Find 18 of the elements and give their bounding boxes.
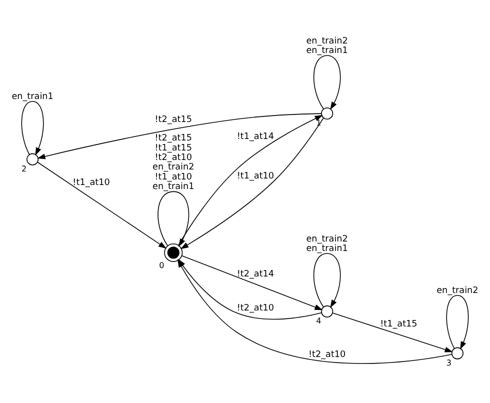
edge-label: en_train2 en_train1 bbox=[306, 234, 348, 254]
edge-label: !t2_at15 !t1_at15 !t2_at10 en_train2 !t1_at10 en_train1 bbox=[152, 133, 194, 192]
edge-label: en_train2 en_train1 bbox=[306, 36, 348, 56]
edge-label: !t1_at15 bbox=[380, 319, 418, 330]
edge-label: !t2_at14 bbox=[236, 269, 274, 280]
edge-label: !t2_at15 bbox=[154, 114, 192, 125]
node-label: 2 bbox=[22, 164, 27, 173]
edge-label: !t1_at14 bbox=[236, 132, 274, 142]
node-label: 3 bbox=[446, 358, 452, 367]
edge-label: !t1_at10 bbox=[236, 171, 274, 181]
edge-label: !t1_at10 bbox=[72, 177, 110, 188]
node-label: 0 bbox=[159, 260, 164, 270]
node-label: 1 bbox=[316, 118, 322, 128]
edge-label: !t2_at10 bbox=[236, 302, 274, 313]
edge-label: en_train1 bbox=[12, 91, 54, 102]
edge-label: en_train2 bbox=[436, 285, 478, 296]
edge-label: !t2_at10 bbox=[308, 350, 346, 360]
node-label: 4 bbox=[316, 316, 322, 326]
